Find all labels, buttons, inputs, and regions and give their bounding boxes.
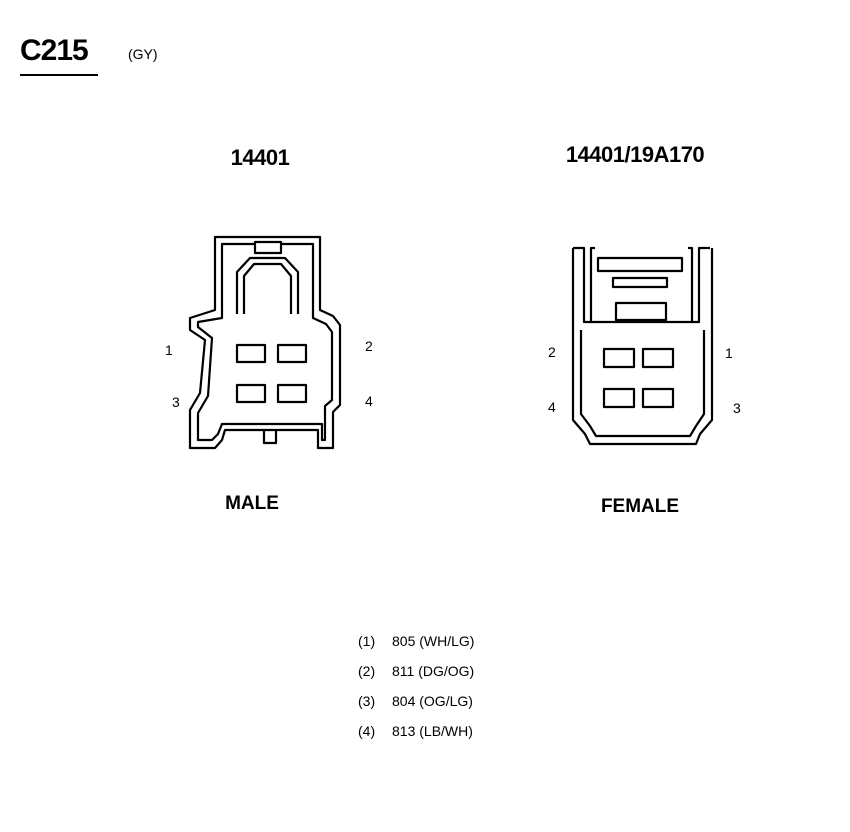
connector-id-underline <box>20 74 98 76</box>
legend-row: (2) 811 (DG/OG) <box>358 663 474 679</box>
male-pin-cavity-2 <box>276 343 308 364</box>
male-pin-cavity-1 <box>235 343 267 364</box>
legend-pin-number: (1) <box>358 633 376 649</box>
female-pin-label-4: 4 <box>548 399 556 415</box>
connector-color: (GY) <box>128 46 158 62</box>
legend-row: (4) 813 (LB/WH) <box>358 723 473 739</box>
legend-circuit: 811 (DG/OG) <box>392 663 475 679</box>
legend-pin-number: (4) <box>358 723 376 739</box>
legend-row: (3) 804 (OG/LG) <box>358 693 473 709</box>
male-label: MALE <box>225 493 279 514</box>
female-pin-cavity-2 <box>602 347 636 369</box>
legend-pin-number: (2) <box>358 663 376 679</box>
male-pin-label-2: 2 <box>365 338 373 354</box>
male-part-number: 14401 <box>230 145 290 170</box>
male-pin-label-4: 4 <box>365 393 373 409</box>
legend-circuit: 805 (WH/LG) <box>392 633 475 649</box>
male-pin-cavity-3 <box>235 383 267 404</box>
female-pin-label-2: 2 <box>548 344 556 360</box>
male-pin-label-1: 1 <box>165 342 173 358</box>
female-pin-cavity-4 <box>602 387 636 409</box>
female-part-number: 14401/19A170 <box>565 142 705 167</box>
female-pin-label-1: 1 <box>725 345 733 361</box>
male-pin-cavities <box>235 343 308 404</box>
female-pin-cavity-3 <box>641 387 675 409</box>
female-pin-label-3: 3 <box>733 400 741 416</box>
legend-circuit: 813 (LB/WH) <box>392 723 473 739</box>
male-pin-cavity-4 <box>276 383 308 404</box>
connector-id: C215 <box>20 34 89 67</box>
female-label: FEMALE <box>600 496 680 517</box>
male-pin-label-3: 3 <box>172 394 180 410</box>
female-pin-cavity-1 <box>641 347 675 369</box>
female-connector-outline <box>571 246 714 446</box>
male-connector-outline <box>188 235 342 450</box>
legend-row: (1) 805 (WH/LG) <box>358 633 474 649</box>
legend-circuit: 804 (OG/LG) <box>392 693 473 709</box>
female-pin-cavities <box>602 347 675 409</box>
legend-pin-number: (3) <box>358 693 376 709</box>
